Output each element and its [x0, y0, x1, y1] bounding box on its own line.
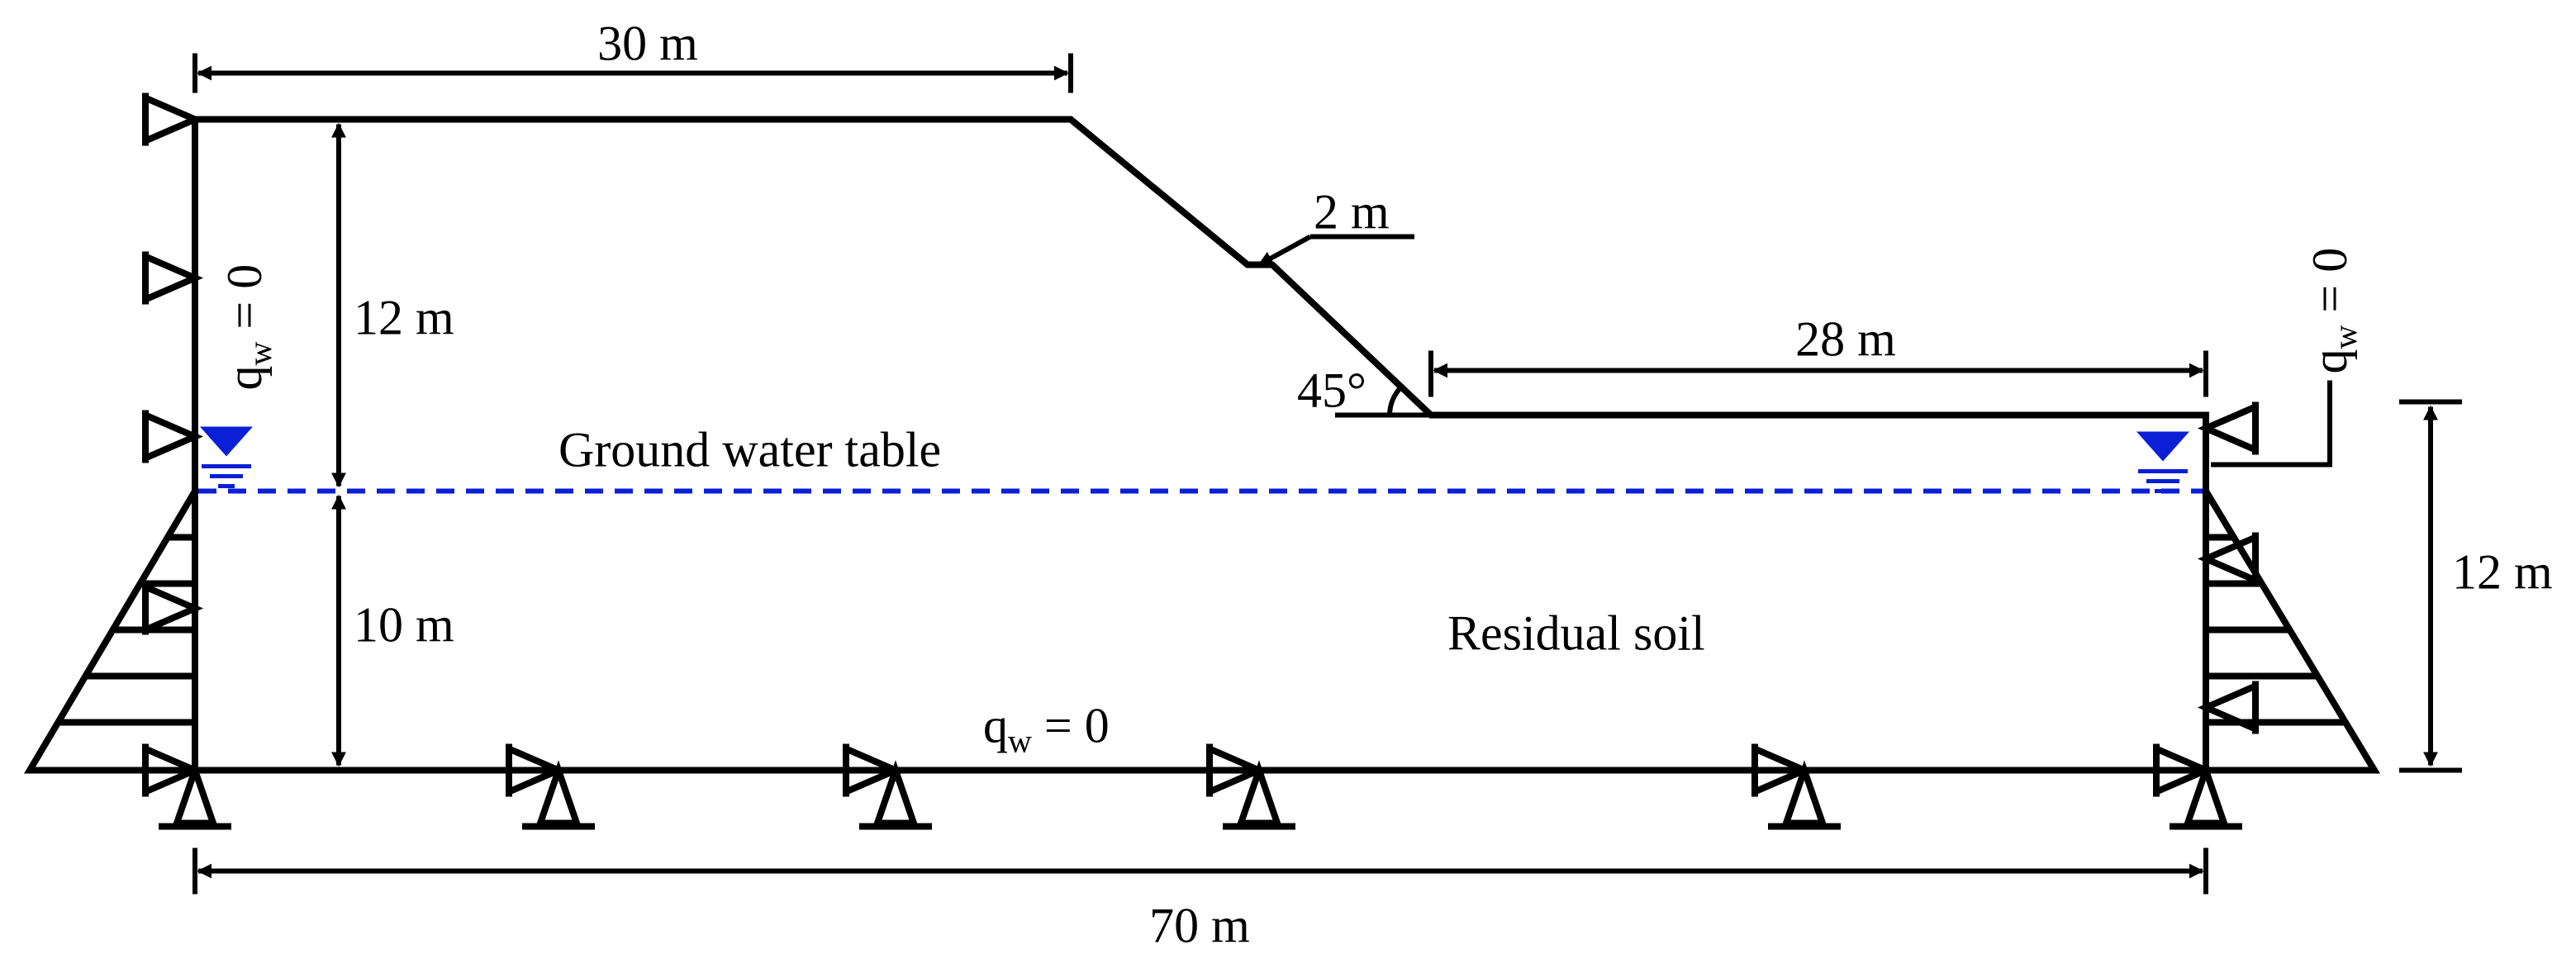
roller-support-icon — [145, 411, 195, 463]
water-level-icon — [2136, 431, 2189, 493]
right-height-label: 12 m — [2452, 545, 2553, 600]
flux-label-bottom: qw = 0 — [983, 699, 1110, 760]
flux-subscript: w — [241, 342, 278, 366]
flux-label-left: qw = 0 — [217, 264, 278, 391]
dimension-top-width — [192, 53, 1073, 93]
water-level-icon — [200, 426, 253, 488]
left-water-pressure-diagram — [23, 489, 198, 774]
slope-angle-marker — [1335, 385, 1431, 418]
slope-angle-label: 45° — [1297, 363, 1366, 418]
flux-subscript: w — [2326, 325, 2364, 349]
top-width-label: 30 m — [597, 17, 698, 71]
berm-width-label: 2 m — [1314, 185, 1390, 240]
roller-support-icon — [2206, 681, 2255, 734]
flux-symbol: q — [217, 366, 272, 391]
dimension-right-height — [2399, 399, 2462, 773]
right-water-pressure-diagram — [2203, 489, 2381, 774]
roller-support-icon — [145, 252, 195, 305]
roller-support-icon — [145, 93, 195, 146]
lower-height-label: 10 m — [354, 598, 454, 653]
flux-symbol: q — [2303, 349, 2357, 374]
flux-equals: = 0 — [217, 264, 272, 342]
bottom-width-label: 70 m — [1149, 899, 1250, 953]
dimension-toe-width — [1428, 350, 2208, 397]
flux-symbol: q — [983, 699, 1008, 753]
water-table-label: Ground water table — [558, 423, 941, 477]
roller-support-icon — [2206, 402, 2255, 455]
dimension-upper-height — [307, 116, 367, 488]
dimension-bottom-width — [192, 847, 2208, 895]
upper-height-label: 12 m — [354, 291, 454, 345]
slope-outline — [192, 116, 2209, 774]
flux-subscript: w — [1008, 723, 1032, 760]
soil-label: Residual soil — [1447, 606, 1705, 661]
right-flux-leader — [2211, 380, 2332, 468]
toe-width-label: 28 m — [1795, 312, 1896, 367]
flux-equals: = 0 — [2303, 248, 2357, 325]
berm-leader — [1257, 234, 1414, 268]
flux-label-right: qw = 0 — [2303, 248, 2364, 374]
flux-equals: = 0 — [1032, 699, 1110, 753]
